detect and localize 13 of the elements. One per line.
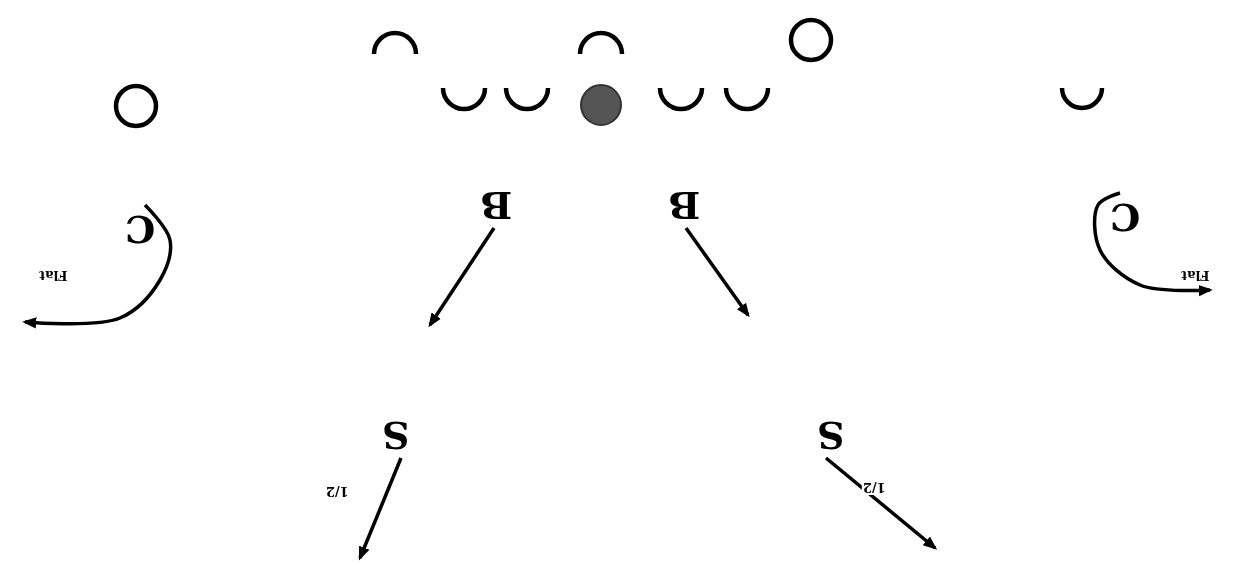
edge-label: Flat <box>1180 268 1211 283</box>
player-circle <box>113 83 159 129</box>
edge-label: 1/2 <box>325 484 350 499</box>
player-letter: B <box>667 186 701 224</box>
player-letter: C <box>1109 198 1141 236</box>
player-letter: B <box>479 186 513 224</box>
player-letter: C <box>124 210 156 248</box>
player-letter: S <box>382 416 410 454</box>
player-letter: S <box>817 416 845 454</box>
player-circle <box>788 17 834 63</box>
edge-label: Flat <box>38 268 69 283</box>
ball-marker <box>578 82 624 128</box>
edge-label: 1/2 <box>862 480 887 495</box>
